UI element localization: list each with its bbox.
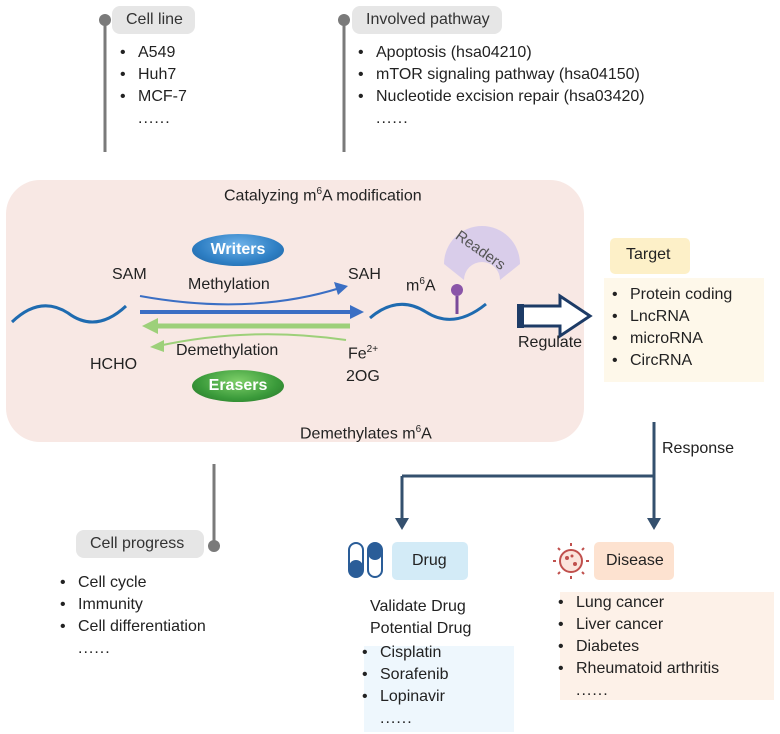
panel-title-post: A modification bbox=[322, 187, 422, 205]
panel-bottom-sup: 6 bbox=[415, 424, 422, 435]
list-more: ...... bbox=[376, 110, 409, 127]
panel-bottom-post: A bbox=[421, 425, 432, 443]
m6a-dot bbox=[451, 284, 463, 296]
pathway-title: Involved pathway bbox=[366, 11, 490, 28]
virus-icon bbox=[553, 543, 589, 579]
response-label: Response bbox=[662, 440, 735, 457]
erasers-label: Erasers bbox=[208, 377, 268, 394]
hcho-label: HCHO bbox=[90, 356, 138, 373]
target-title: Target bbox=[626, 246, 671, 263]
list-item: CircRNA bbox=[610, 350, 732, 372]
list-item: Huh7 bbox=[118, 64, 187, 86]
sah-label: SAH bbox=[348, 266, 381, 283]
pill-icon bbox=[348, 542, 383, 578]
fe-text: Fe bbox=[348, 345, 367, 363]
cell-line-title: Cell line bbox=[126, 11, 183, 28]
m6a-pre: m bbox=[406, 277, 420, 295]
list-item: Cell differentiation bbox=[58, 616, 206, 638]
list-more: ...... bbox=[576, 682, 609, 699]
list-more: ...... bbox=[138, 110, 171, 127]
drug-title: Drug bbox=[412, 552, 447, 569]
disease-title: Disease bbox=[606, 552, 664, 569]
cell-progress-list: Cell cycle Immunity Cell differentiation… bbox=[58, 572, 206, 660]
pathway-list: Apoptosis (hsa04210) mTOR signaling path… bbox=[356, 42, 645, 130]
panel-bottom-pre: Demethylates m bbox=[300, 425, 416, 443]
list-item: Cell cycle bbox=[58, 572, 206, 594]
cell-line-tag: Cell line bbox=[112, 6, 195, 34]
m6a-post: A bbox=[424, 277, 436, 295]
sam-label: SAM bbox=[112, 266, 147, 283]
drug-box bbox=[392, 542, 468, 580]
m6a-label: m6A bbox=[406, 276, 436, 295]
rna-wave-right bbox=[369, 302, 487, 321]
sah-curve bbox=[139, 287, 341, 306]
hcho-curve bbox=[157, 333, 347, 347]
list-item: LncRNA bbox=[610, 306, 732, 328]
panel-title-sup: 6 bbox=[316, 186, 323, 197]
list-more: ...... bbox=[78, 640, 111, 657]
list-item: Apoptosis (hsa04210) bbox=[356, 42, 645, 64]
drug-list: Cisplatin Sorafenib Lopinavir ...... bbox=[360, 642, 449, 730]
cell-line-list: A549 Huh7 MCF-7 ...... bbox=[118, 42, 187, 130]
panel-bottom-label: Demethylates m6A bbox=[300, 424, 432, 443]
list-item: MCF-7 bbox=[118, 86, 187, 108]
target-box bbox=[610, 238, 690, 274]
rna-wave-left bbox=[10, 304, 128, 324]
og-label: 2OG bbox=[346, 368, 380, 385]
pathway-pin-dot bbox=[338, 14, 350, 26]
demethylation-label: Demethylation bbox=[176, 342, 279, 359]
list-item: Lopinavir bbox=[360, 686, 449, 708]
methylation-label: Methylation bbox=[188, 276, 270, 293]
readers-shape bbox=[444, 226, 520, 280]
list-item: Cisplatin bbox=[360, 642, 449, 664]
list-item: mTOR signaling pathway (hsa04150) bbox=[356, 64, 645, 86]
list-item: Sorafenib bbox=[360, 664, 449, 686]
panel-title: Catalyzing m6A modification bbox=[224, 186, 422, 205]
writers-label: Writers bbox=[210, 241, 266, 258]
list-item: Immunity bbox=[58, 594, 206, 616]
writers-badge: Writers bbox=[192, 234, 284, 266]
disease-box bbox=[594, 542, 674, 580]
disease-list: Lung cancer Liver cancer Diabetes Rheuma… bbox=[556, 592, 719, 702]
regulate-arrow bbox=[518, 293, 593, 339]
m6a-sup: 6 bbox=[419, 276, 425, 287]
list-item: Diabetes bbox=[556, 636, 719, 658]
pathway-tag: Involved pathway bbox=[352, 6, 502, 34]
list-item: microRNA bbox=[610, 328, 732, 350]
list-item: Protein coding bbox=[610, 284, 732, 306]
target-list: Protein coding LncRNA microRNA CircRNA bbox=[610, 284, 732, 372]
fe-label: Fe2+ bbox=[348, 344, 378, 363]
drug-sub1: Validate Drug bbox=[370, 598, 466, 615]
list-more: ...... bbox=[380, 710, 413, 727]
regulate-label: Regulate bbox=[518, 334, 583, 351]
cell-progress-title: Cell progress bbox=[90, 535, 185, 552]
cell-progress-tag: Cell progress bbox=[76, 530, 205, 558]
list-item: Nucleotide excision repair (hsa03420) bbox=[356, 86, 645, 108]
list-item: Rheumatoid arthritis bbox=[556, 658, 719, 680]
list-item: Liver cancer bbox=[556, 614, 719, 636]
cell-line-pin-dot bbox=[99, 14, 111, 26]
panel-title-pre: Catalyzing m bbox=[224, 187, 317, 205]
list-item: A549 bbox=[118, 42, 187, 64]
cell-progress-pin-dot bbox=[208, 540, 220, 552]
list-item: Lung cancer bbox=[556, 592, 719, 614]
erasers-badge: Erasers bbox=[192, 370, 284, 402]
fe-sup: 2+ bbox=[366, 344, 379, 355]
drug-sub2: Potential Drug bbox=[370, 620, 472, 637]
